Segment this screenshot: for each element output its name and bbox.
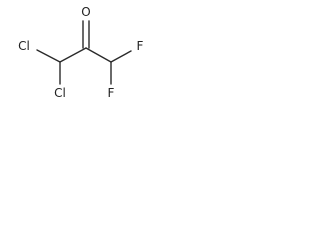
bond-c1-cl-upper [36, 49, 61, 63]
atom-chlorine-upper: Cl [18, 39, 30, 53]
atom-labels: O Cl Cl F F [18, 5, 143, 100]
bond-c2-c3 [85, 47, 112, 63]
bonds [36, 20, 132, 85]
bond-c3-f-right [110, 50, 132, 63]
atom-chlorine-lower: Cl [54, 86, 66, 100]
atom-fluorine-right: F [137, 39, 144, 53]
molecule-structure-diagram: O Cl Cl F F [18, 5, 143, 100]
bond-c1-c2 [59, 47, 87, 63]
atom-oxygen: O [81, 5, 90, 19]
atom-fluorine-lower: F [108, 86, 115, 100]
